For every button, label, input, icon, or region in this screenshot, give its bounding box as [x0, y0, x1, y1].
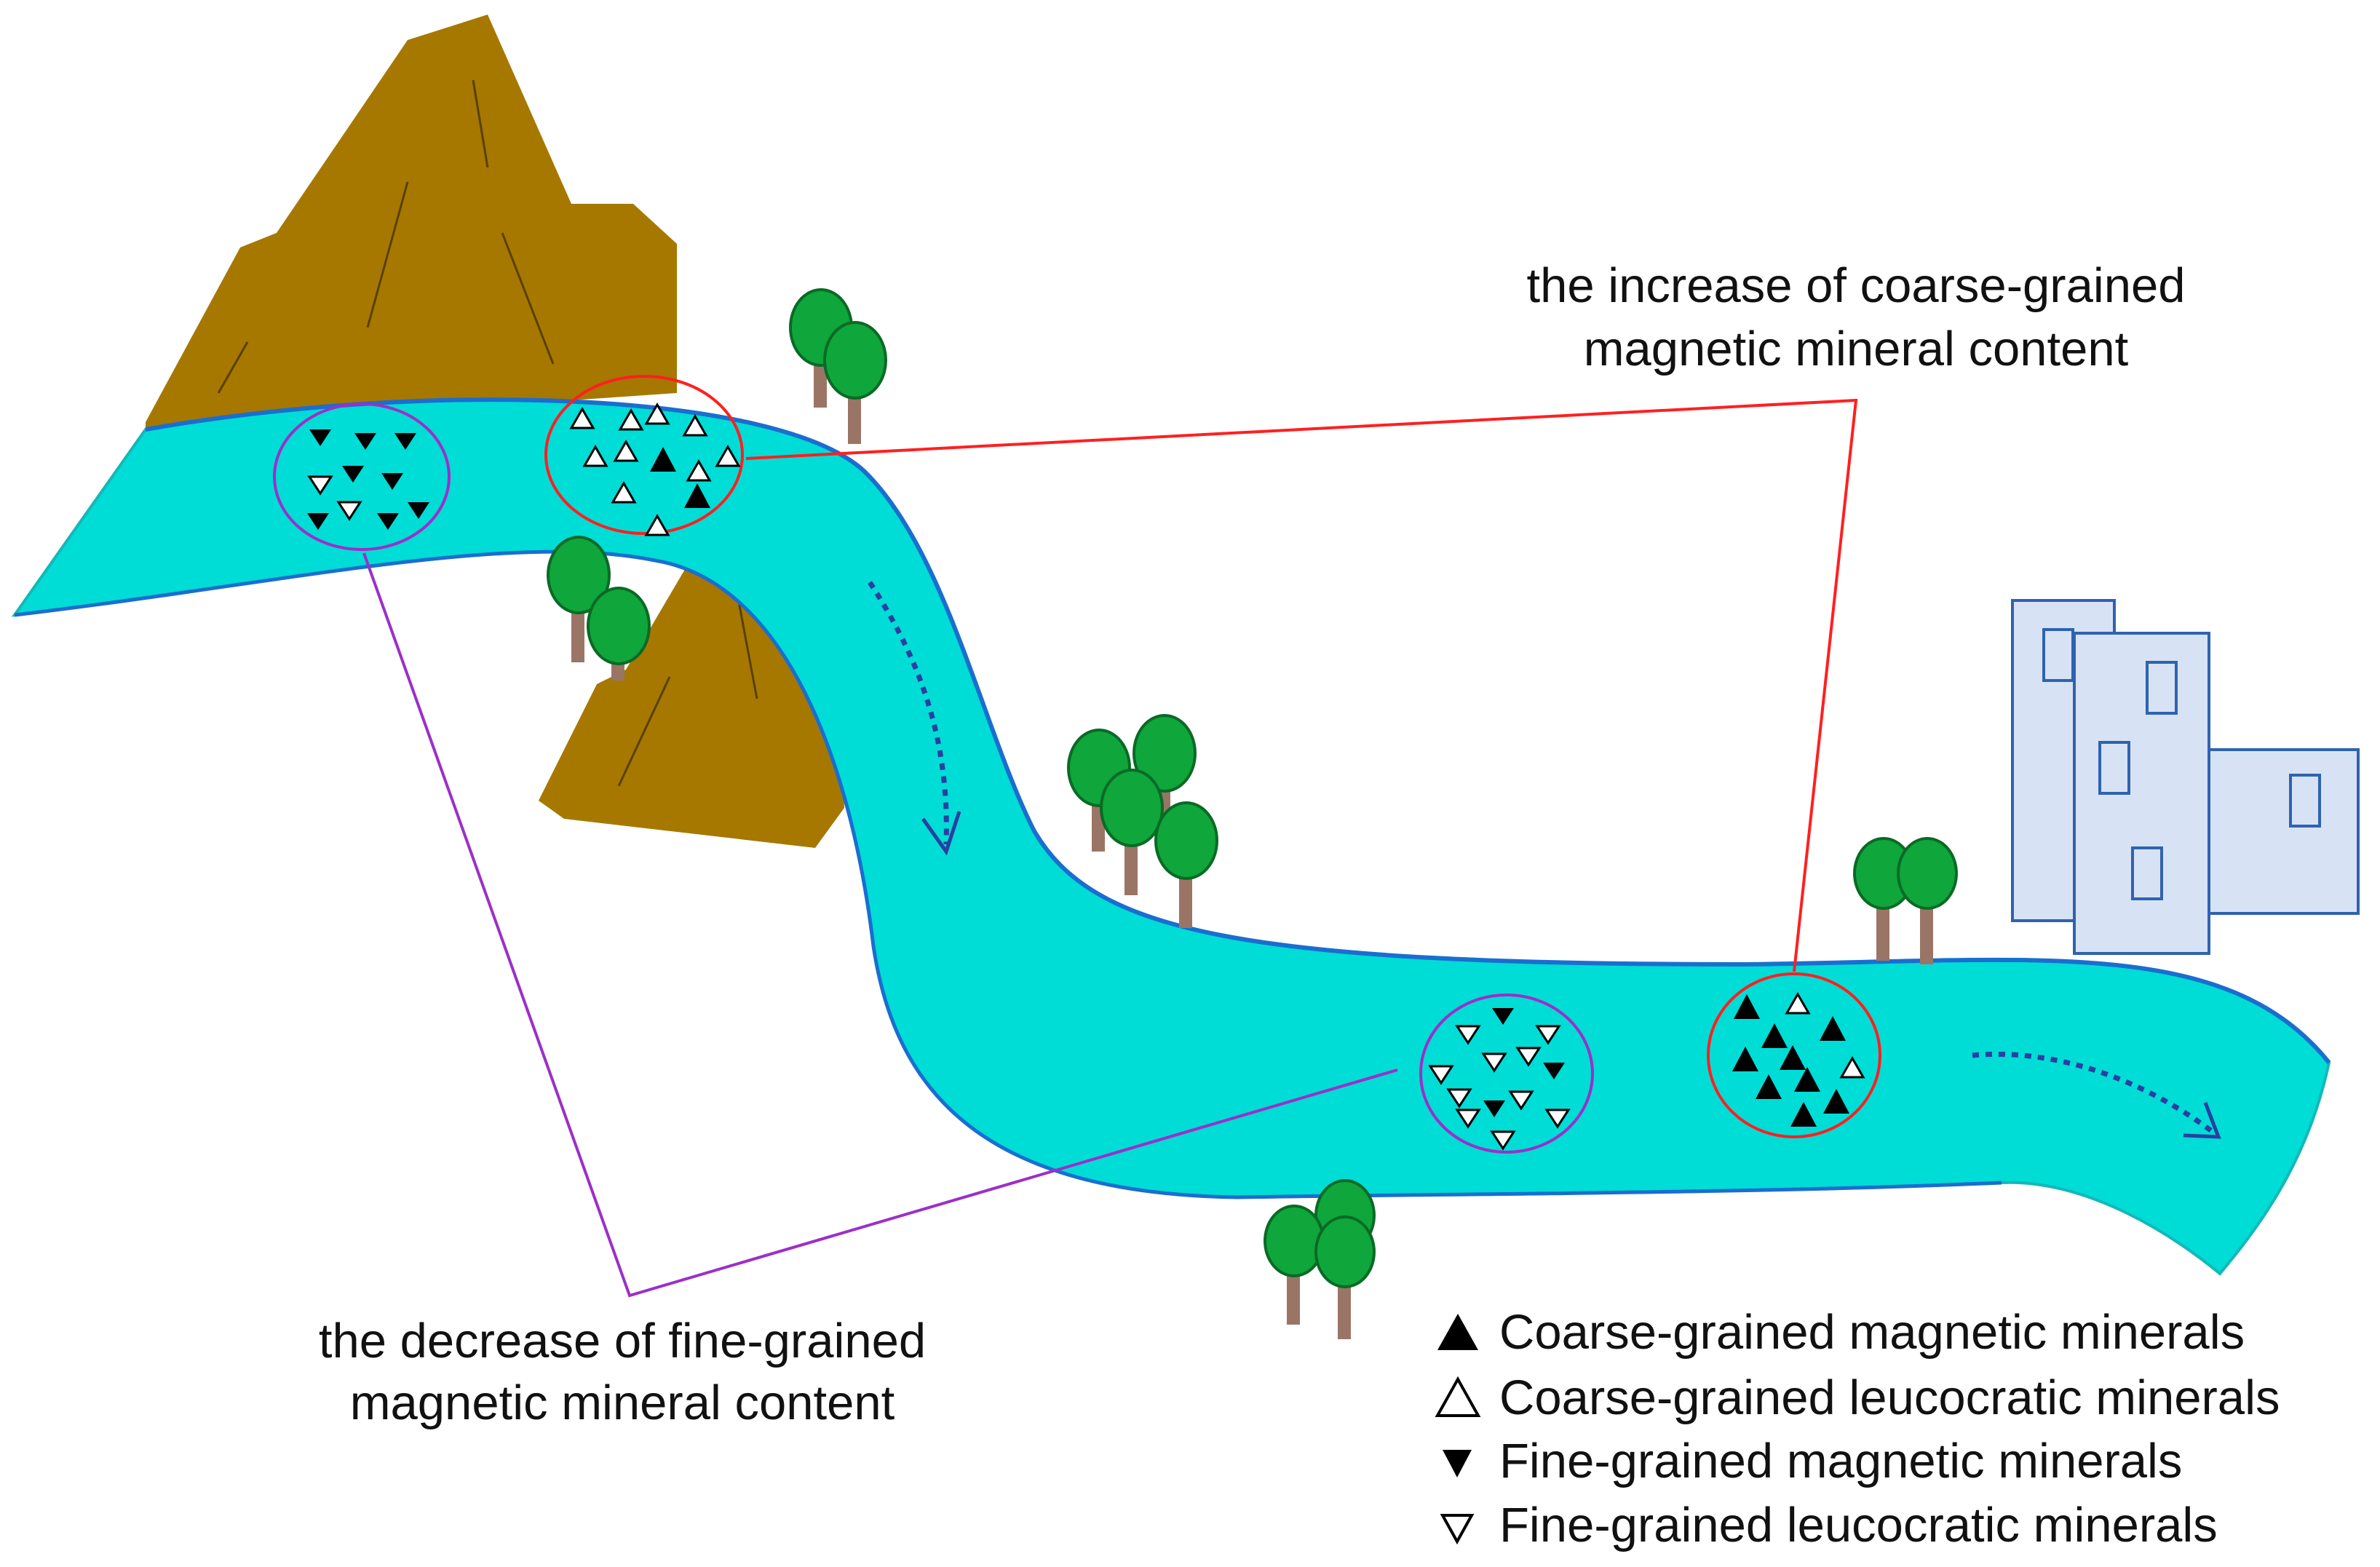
decrease-callout-lines [362, 552, 1398, 1298]
legend-item: Coarse-grained leucocratic minerals [1435, 1370, 2280, 1425]
grain-cluster [569, 402, 741, 536]
sample-downstream-fine [1419, 993, 1594, 1154]
legend-label: Coarse-grained leucocratic minerals [1499, 1370, 2280, 1425]
city-buildings [2011, 599, 2360, 955]
hollow-up-triangle-icon [1435, 1376, 1481, 1417]
increase-callout-lines [745, 398, 1858, 972]
tree-icon [1897, 837, 1958, 964]
tree-icon [1264, 1205, 1325, 1325]
increase-annotation: the increase of coarse-grained magnetic … [1526, 258, 2185, 376]
tree-icon [823, 321, 887, 444]
tree-icon [547, 536, 611, 662]
tree-icon [1100, 769, 1164, 895]
legend-label: Fine-grained magnetic minerals [1499, 1434, 2182, 1488]
tree-icon [1154, 801, 1218, 928]
hollow-down-triangle-icon [1440, 1514, 1475, 1545]
sample-upstream-coarse [544, 375, 744, 536]
river [11, 397, 2331, 1276]
grain-cluster [1732, 991, 1865, 1127]
sample-upstream-fine [273, 402, 451, 551]
grain-cluster [1428, 1008, 1571, 1151]
legend-label: Fine-grained leucocratic minerals [1499, 1498, 2218, 1552]
annotation-line-2: magnetic mineral content [350, 1376, 895, 1430]
annotation-line-2: magnetic mineral content [1584, 322, 2129, 376]
upstream-mountain [146, 15, 677, 429]
annotation-line-1: the increase of coarse-grained [1526, 258, 2185, 313]
flow-arrow-downstream [1972, 1051, 2221, 1139]
trees [547, 288, 1958, 1339]
legend: Coarse-grained magnetic minerals Coarse-… [1435, 1305, 2280, 1552]
tree-icon [587, 587, 651, 681]
legend-item: Fine-grained leucocratic minerals [1440, 1498, 2218, 1552]
filled-up-triangle-icon [1437, 1314, 1478, 1350]
filled-down-triangle-icon [1443, 1450, 1472, 1477]
legend-item: Coarse-grained magnetic minerals [1437, 1305, 2245, 1360]
legend-item: Fine-grained magnetic minerals [1443, 1434, 2182, 1488]
decrease-annotation: the decrease of fine-grained magnetic mi… [319, 1314, 926, 1430]
legend-label: Coarse-grained magnetic minerals [1499, 1305, 2245, 1360]
flow-arrow-midstream [868, 581, 961, 856]
grain-cluster [307, 429, 429, 530]
sample-downstream-coarse [1707, 972, 1881, 1138]
tree-icon [1314, 1215, 1376, 1339]
annotation-line-1: the decrease of fine-grained [319, 1314, 926, 1368]
